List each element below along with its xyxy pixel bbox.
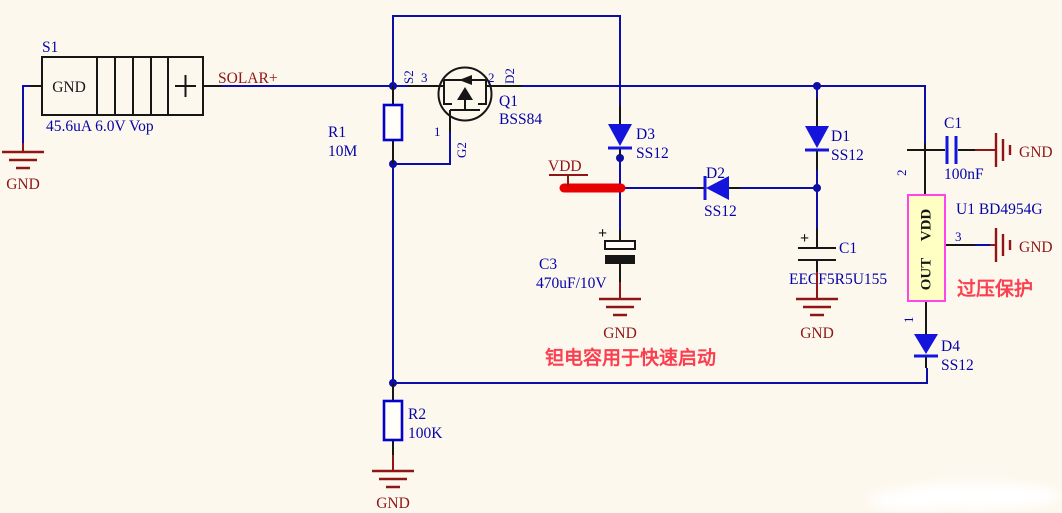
c1-storage-polarity-icon: +	[800, 230, 809, 247]
d1-value[interactable]: SS12	[831, 147, 864, 164]
c1-bypass-designator[interactable]: C1	[944, 115, 962, 132]
wire-gate[interactable]	[393, 132, 451, 165]
c3-designator[interactable]: C3	[539, 256, 557, 273]
ground-c1-storage[interactable]: GND	[796, 272, 838, 342]
s1-plus-icon	[175, 75, 196, 97]
wire-solar-right[interactable]	[522, 85, 926, 143]
annotation-startup: 钽电容用于快速启动	[545, 346, 716, 369]
ground-s1[interactable]: GND	[2, 143, 44, 193]
u1-pin-out-name: OUT	[918, 258, 934, 291]
wire-s1-to-gnd[interactable]	[22, 85, 30, 143]
q1-pin3-number: 3	[421, 70, 428, 85]
component-c1-bypass[interactable]: C1 100nF	[907, 115, 984, 183]
q1-pin-s-name: S2	[401, 70, 416, 84]
d1-body[interactable]	[805, 126, 829, 148]
q1-pin-d-name: D2	[502, 68, 517, 84]
ground-label: GND	[1019, 144, 1053, 161]
c1-bypass-plates[interactable]	[945, 136, 958, 164]
r1-value[interactable]: 10M	[328, 143, 358, 160]
q1-body[interactable]	[437, 66, 493, 122]
d4-body[interactable]	[914, 334, 938, 354]
r2-value[interactable]: 100K	[408, 425, 443, 442]
ground-c3[interactable]: GND	[599, 282, 641, 342]
component-q1[interactable]: 3 2 1 S2 D2 G2 Q1 BSS84	[401, 66, 542, 159]
c1-storage-value[interactable]: EECF5R5U155	[789, 271, 887, 288]
component-d2[interactable]: D2 SS12	[697, 165, 740, 220]
component-s1[interactable]: S1 GND 45.6uA 6.0V Vop	[30, 39, 222, 135]
watermark-smudge	[870, 483, 1060, 510]
junction-dot	[616, 154, 624, 162]
c3-plate-positive[interactable]	[604, 240, 636, 250]
component-d3[interactable]: D3 SS12	[608, 105, 669, 162]
q1-designator[interactable]: Q1	[499, 93, 518, 110]
q1-body-diode-arrow	[459, 75, 472, 85]
ground-r2[interactable]: GND	[372, 455, 414, 512]
ground-label: GND	[6, 176, 40, 193]
u1-designator[interactable]: U1 BD4954G	[956, 201, 1043, 218]
component-r1[interactable]: R1 10M	[328, 86, 404, 164]
q1-pin1-number: 1	[434, 124, 441, 139]
junction-dot	[813, 82, 821, 90]
component-u1[interactable]: VDD OUT 2 3 1 U1 BD4954G	[894, 143, 1043, 332]
ground-label: GND	[800, 325, 834, 342]
c1-storage-designator[interactable]: C1	[839, 240, 857, 257]
ground-label: GND	[376, 495, 410, 512]
d2-value[interactable]: SS12	[704, 203, 737, 220]
q1-pin-g-name: G2	[454, 142, 469, 158]
q1-pins	[408, 85, 522, 132]
component-c3[interactable]: + C3 470uF/10V	[536, 225, 636, 292]
s1-cell-label: GND	[52, 79, 86, 96]
d3-body[interactable]	[608, 124, 632, 146]
d4-value[interactable]: SS12	[941, 357, 974, 374]
d1-designator[interactable]: D1	[831, 128, 850, 145]
c3-polarity-icon: +	[598, 225, 607, 242]
component-c1-storage[interactable]: + C1 EECF5R5U155	[789, 228, 887, 288]
r2-body[interactable]	[382, 399, 404, 442]
d2-designator[interactable]: D2	[706, 165, 725, 182]
s1-body[interactable]	[41, 56, 204, 116]
c1-storage-plates[interactable]	[798, 247, 836, 261]
annotation-overvoltage: 过压保护	[957, 277, 1033, 300]
r1-designator[interactable]: R1	[328, 124, 346, 141]
u1-pin3-number: 3	[955, 229, 962, 244]
q1-pin2-number: 2	[488, 70, 495, 85]
s1-designator[interactable]: S1	[42, 39, 58, 56]
q1-value[interactable]: BSS84	[499, 111, 542, 128]
r2-designator[interactable]: R2	[408, 406, 426, 423]
ground-u1-pin3[interactable]: GND	[990, 228, 1053, 262]
wires[interactable]	[22, 15, 990, 384]
u1-pin2-number: 2	[894, 170, 909, 177]
wire-bottom-rail[interactable]	[393, 368, 928, 384]
u1-pins	[924, 143, 975, 332]
component-d1[interactable]: D1 SS12	[805, 98, 864, 170]
c1-bypass-value[interactable]: 100nF	[944, 166, 984, 183]
wire-top-bypass[interactable]	[392, 15, 621, 105]
d3-designator[interactable]: D3	[636, 126, 655, 143]
r1-body[interactable]	[382, 103, 404, 142]
s1-cell-dividers	[96, 57, 169, 115]
ground-label: GND	[603, 325, 637, 342]
vdd-label[interactable]: VDD	[548, 158, 582, 175]
q1-channel-arrow	[457, 87, 473, 100]
net-label-vdd[interactable]: VDD	[548, 158, 588, 186]
junction-dot	[813, 184, 821, 192]
ground-label: GND	[1019, 239, 1053, 256]
u1-pin1-number: 1	[901, 317, 916, 324]
ground-c1-bypass[interactable]: GND	[975, 133, 1053, 167]
component-d4[interactable]: D4 SS12	[914, 332, 974, 374]
u1-pin-vdd-name: VDD	[918, 209, 934, 242]
c3-plate-negative[interactable]	[605, 255, 635, 264]
d2-body[interactable]	[706, 176, 729, 200]
c3-value[interactable]: 470uF/10V	[536, 275, 607, 292]
component-r2[interactable]: R2 100K	[382, 383, 443, 455]
net-label-solar[interactable]: SOLAR+	[218, 70, 278, 87]
u1-body[interactable]	[907, 194, 946, 302]
d4-designator[interactable]: D4	[941, 338, 960, 355]
d3-value[interactable]: SS12	[636, 145, 669, 162]
s1-value[interactable]: 45.6uA 6.0V Vop	[46, 118, 154, 135]
